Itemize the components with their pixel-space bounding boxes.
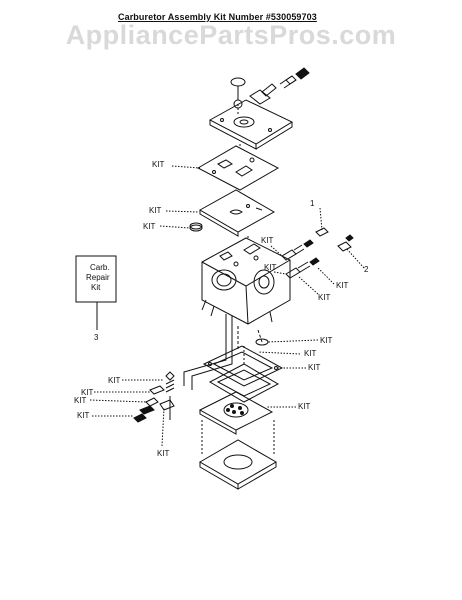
kit-label-screw-b: KIT <box>74 396 87 405</box>
callout-2: 2 <box>364 265 369 274</box>
kit-label-lever: KIT <box>336 281 349 290</box>
kit-label-spring: KIT <box>108 376 121 385</box>
kit-label-metering-gasket: KIT <box>304 349 317 358</box>
kit-label-inlet-screen: KIT <box>143 222 156 231</box>
linkage-rods <box>183 314 233 390</box>
callout-3: 3 <box>94 333 99 342</box>
kit-label-screw-c: KIT <box>77 411 90 420</box>
mixture-needles <box>281 227 354 279</box>
metering-cover <box>198 391 274 435</box>
small-parts-left <box>133 371 175 423</box>
idle-screw-assembly <box>230 67 310 109</box>
watermark: AppliancePartsPros.com <box>65 20 397 50</box>
welch-plug <box>255 338 269 346</box>
pump-diaphragm <box>198 189 276 237</box>
kit-label-diaphragm: KIT <box>149 206 162 215</box>
repair-kit-line1: Carb. <box>90 263 110 272</box>
kit-label-metering-cover: KIT <box>298 402 311 411</box>
kit-leaders <box>89 165 365 447</box>
assembly-guides <box>231 322 263 350</box>
diagram-title: Carburetor Assembly Kit Number #53005970… <box>118 12 317 22</box>
callout-1: 1 <box>310 199 315 208</box>
repair-kit-line3: Kit <box>91 283 101 292</box>
kit-label-pump-gasket: KIT <box>152 160 165 169</box>
kit-label-welch-plug: KIT <box>320 336 333 345</box>
labels: KIT KIT KIT KIT KIT 1 2 KIT KIT KIT KIT … <box>74 160 369 458</box>
pump-cover <box>208 99 294 150</box>
kit-label-needle-arm: KIT <box>157 449 170 458</box>
bottom-cover <box>199 420 277 490</box>
kit-label-pin: KIT <box>318 293 331 302</box>
metering-diaphragm <box>208 346 280 403</box>
pump-gasket <box>196 144 280 191</box>
kit-label-needle-lower: KIT <box>264 263 277 272</box>
kit-label-needle-upper: KIT <box>261 236 274 245</box>
kit-label-screw-a: KIT <box>81 388 94 397</box>
repair-kit-box <box>75 255 117 303</box>
kit-label-metering-diaphragm: KIT <box>308 363 321 372</box>
carburetor-body <box>201 236 291 325</box>
repair-kit-line2: Repair <box>86 273 110 282</box>
